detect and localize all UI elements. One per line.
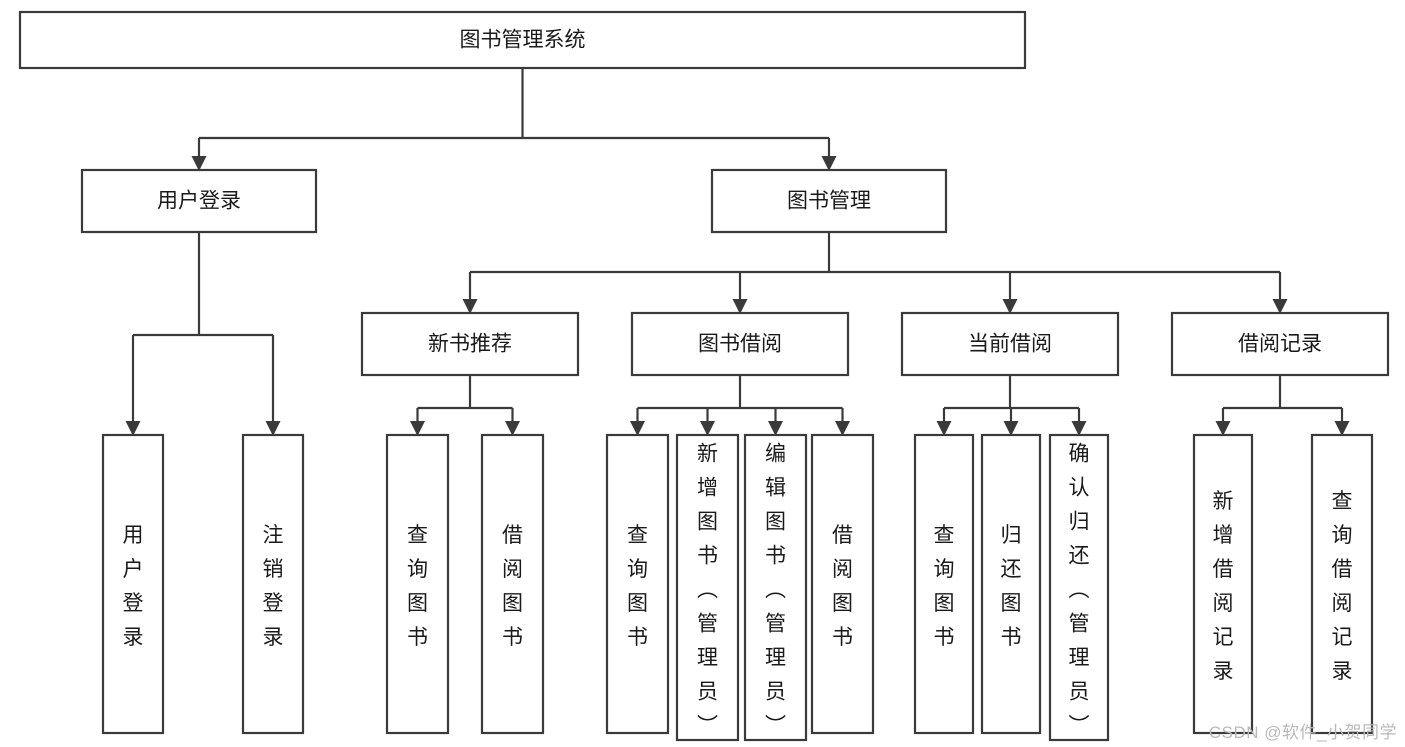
node-box[interactable] [605, 433, 670, 735]
node-box[interactable] [810, 433, 875, 735]
node-box[interactable] [360, 311, 580, 377]
arrow-head-icon [1002, 299, 1018, 314]
node-leaf-add-record[interactable]: 新增借阅记录 [1192, 433, 1254, 735]
arrow-head-icon [1272, 299, 1288, 314]
node-leaf-edit-book[interactable]: 编辑图书︵管理员︶ [743, 433, 808, 742]
node-label: 编辑图书︵管理员︶ [765, 443, 786, 738]
node-current-borrow[interactable]: 当前借阅 [900, 311, 1120, 377]
node-book-borrow[interactable]: 图书借阅 [630, 311, 850, 377]
node-box[interactable] [1048, 433, 1110, 742]
node-box[interactable] [18, 10, 1027, 70]
node-leaf-query-book-borrow[interactable]: 查询图书 [605, 433, 670, 735]
arrow-head-icon [732, 299, 748, 314]
node-box[interactable] [1192, 433, 1254, 735]
node-label: 查询图书 [627, 524, 648, 649]
node-leaf-confirm-return[interactable]: 确认归还︵管理员︶ [1048, 433, 1110, 742]
node-leaf-add-book[interactable]: 新增图书︵管理员︶ [675, 433, 740, 742]
connector-group [462, 232, 1288, 314]
node-label: 归还图书 [1001, 524, 1022, 649]
node-box[interactable] [743, 433, 808, 742]
node-box[interactable] [675, 433, 740, 742]
arrow-head-icon [768, 421, 783, 436]
node-layer: 图书管理系统用户登录图书管理新书推荐图书借阅当前借阅借阅记录用户登录注销登录查询… [18, 10, 1390, 742]
node-label: 借阅记录 [1238, 333, 1322, 356]
arrow-head-icon [462, 299, 478, 314]
node-leaf-user-login[interactable]: 用户登录 [101, 433, 165, 735]
node-label: 查询借阅记录 [1332, 490, 1353, 683]
node-box[interactable] [913, 433, 975, 735]
node-label: 借阅图书 [502, 524, 523, 649]
arrow-head-icon [410, 421, 425, 436]
node-label: 图书借阅 [698, 333, 782, 356]
node-box[interactable] [980, 433, 1042, 735]
node-box[interactable] [241, 433, 305, 735]
node-root[interactable]: 图书管理系统 [18, 10, 1027, 70]
node-label: 当前借阅 [968, 333, 1052, 356]
node-leaf-query-record[interactable]: 查询借阅记录 [1310, 433, 1374, 735]
arrow-head-icon [265, 421, 281, 436]
connector-group [410, 375, 520, 436]
arrow-head-icon [1334, 421, 1350, 436]
node-borrow-records[interactable]: 借阅记录 [1170, 311, 1390, 377]
arrow-head-icon [835, 421, 850, 436]
arrow-head-icon [936, 421, 952, 436]
connector-group [125, 232, 281, 436]
node-label: 图书管理系统 [460, 29, 586, 52]
node-box[interactable] [710, 168, 948, 234]
node-label: 确认归还︵管理员︶ [1069, 443, 1090, 738]
node-leaf-user-logout[interactable]: 注销登录 [241, 433, 305, 735]
node-label: 新增图书︵管理员︶ [697, 443, 718, 738]
node-leaf-borrow-book-rec[interactable]: 借阅图书 [480, 433, 545, 735]
node-label: 新增借阅记录 [1213, 490, 1234, 683]
node-box[interactable] [900, 311, 1120, 377]
node-label: 查询图书 [407, 524, 428, 649]
arrow-head-icon [191, 156, 207, 171]
node-leaf-query-book-cur[interactable]: 查询图书 [913, 433, 975, 735]
node-leaf-return-book[interactable]: 归还图书 [980, 433, 1042, 735]
arrow-head-icon [1003, 421, 1019, 436]
node-box[interactable] [80, 168, 318, 234]
node-box[interactable] [1170, 311, 1390, 377]
node-label: 用户登录 [157, 190, 241, 213]
node-book-manage[interactable]: 图书管理 [710, 168, 948, 234]
arrow-head-icon [125, 421, 141, 436]
node-user-login[interactable]: 用户登录 [80, 168, 318, 234]
arrow-head-icon [505, 421, 520, 436]
node-label: 查询图书 [934, 524, 955, 649]
node-box[interactable] [630, 311, 850, 377]
node-label: 借阅图书 [832, 524, 853, 649]
node-label: 注销登录 [263, 524, 284, 649]
node-box[interactable] [1310, 433, 1374, 735]
connector-group [1215, 375, 1350, 436]
arrow-head-icon [630, 421, 645, 436]
node-box[interactable] [480, 433, 545, 735]
node-label: 图书管理 [787, 190, 871, 213]
node-box[interactable] [385, 433, 450, 735]
node-leaf-query-book-rec[interactable]: 查询图书 [385, 433, 450, 735]
node-new-book-recommend[interactable]: 新书推荐 [360, 311, 580, 377]
node-box[interactable] [101, 433, 165, 735]
connector-group [936, 375, 1087, 436]
arrow-head-icon [821, 156, 837, 171]
node-label: 新书推荐 [428, 333, 512, 356]
node-leaf-borrow-book[interactable]: 借阅图书 [810, 433, 875, 735]
arrow-head-icon [1215, 421, 1231, 436]
node-label: 用户登录 [123, 524, 144, 649]
connector-layer [125, 68, 1350, 436]
arrow-head-icon [1071, 421, 1087, 436]
arrow-head-icon [700, 421, 715, 436]
connector-group [191, 68, 837, 171]
connector-group [630, 375, 850, 436]
